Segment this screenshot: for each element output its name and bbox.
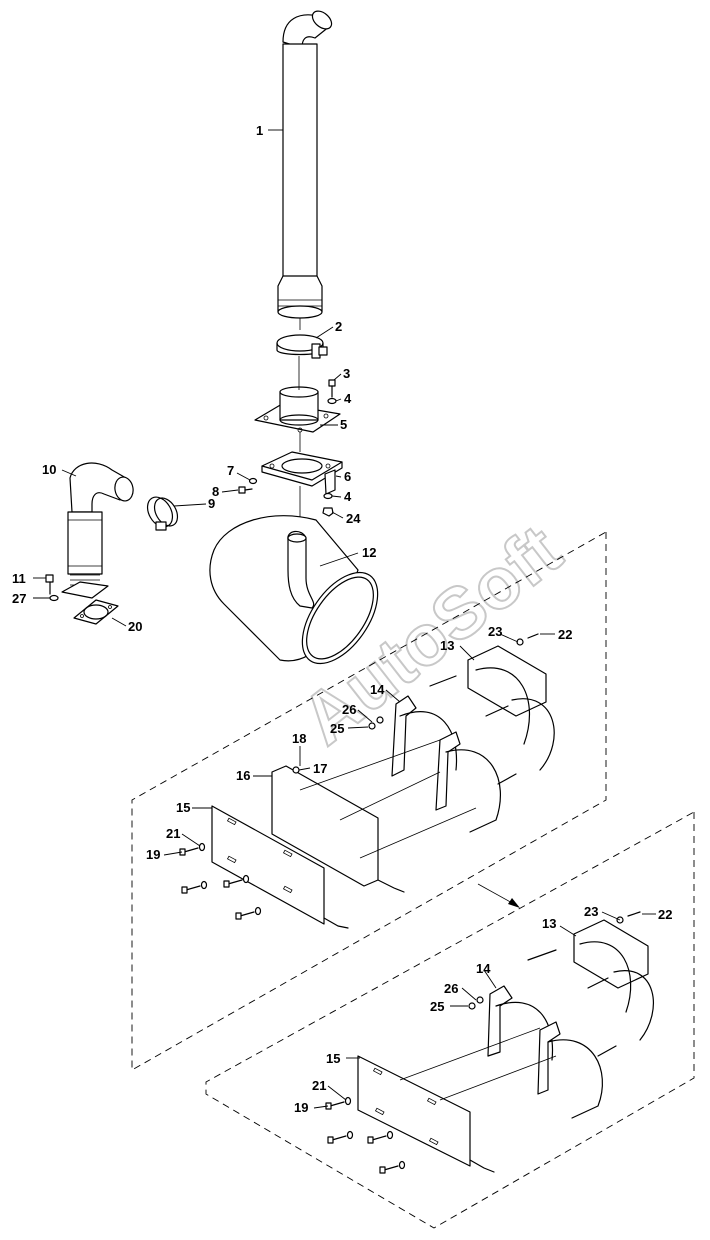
part-13-saddle-bracket-upper	[429, 645, 555, 785]
part-13-saddle-bracket-lower	[527, 919, 654, 1057]
label-14-lower: 14	[476, 961, 491, 976]
label-15-lower: 15	[326, 1051, 340, 1066]
label-22-upper: 22	[558, 627, 572, 642]
part-8-bolt	[238, 486, 253, 494]
part-4-washer-top	[327, 397, 337, 405]
label-2: 2	[335, 319, 342, 334]
label-4-bottom: 4	[344, 489, 352, 504]
leader-lines	[33, 129, 656, 1109]
label-13-upper: 13	[440, 638, 454, 653]
transfer-arrow	[477, 883, 520, 908]
label-22-lower: 22	[658, 907, 672, 922]
label-4-top: 4	[344, 391, 352, 406]
label-23-upper: 23	[488, 624, 502, 639]
label-18: 18	[292, 731, 306, 746]
label-1: 1	[256, 123, 263, 138]
label-20: 20	[128, 619, 142, 634]
label-5: 5	[340, 417, 347, 432]
label-21-lower: 21	[312, 1078, 326, 1093]
part-14-strap-lower	[487, 985, 603, 1119]
part-9-band-clamp	[146, 496, 179, 531]
label-12: 12	[362, 545, 376, 560]
part-24-nut	[322, 507, 334, 517]
label-21-upper: 21	[166, 826, 180, 841]
label-10: 10	[42, 462, 56, 477]
label-9: 9	[208, 496, 215, 511]
part-15-side-plate-lower	[357, 1027, 557, 1173]
part-12-muffler	[209, 515, 379, 665]
part-4-washer-bottom	[323, 492, 333, 500]
label-13-lower: 13	[542, 916, 556, 931]
part-15-side-plate-upper	[211, 805, 349, 929]
label-27: 27	[12, 591, 26, 606]
label-8: 8	[212, 484, 219, 499]
part-1-exhaust-stack	[277, 10, 333, 319]
part-27-washer	[49, 594, 59, 602]
label-14-upper: 14	[370, 682, 385, 697]
label-19-lower: 19	[294, 1100, 308, 1115]
callout-labels: 1 2 3 4 5 6 4 24 7 8 9 10 11 27 20 12 13…	[12, 123, 672, 1115]
part-14-strap-upper	[391, 695, 501, 833]
lower-bolts-group	[325, 911, 641, 1174]
label-17: 17	[313, 761, 327, 776]
label-6: 6	[344, 469, 351, 484]
lower-bracket-group-outline	[205, 811, 695, 1229]
part-11-bolt	[45, 574, 54, 595]
label-11: 11	[12, 571, 26, 586]
part-2-band-clamp	[276, 334, 328, 359]
part-7-washer	[248, 477, 258, 485]
label-26-lower: 26	[444, 981, 458, 996]
label-26-upper: 26	[342, 702, 356, 717]
part-10-elbow-flex-pipe	[61, 462, 134, 599]
upper-bracket-group-outline	[131, 531, 607, 1071]
part-5-flange-adapter	[254, 386, 341, 433]
upper-bolts-group	[179, 633, 539, 920]
part-20-gasket	[73, 599, 119, 625]
label-3: 3	[343, 366, 350, 381]
part-6-mounting-plate	[261, 451, 343, 495]
label-23-lower: 23	[584, 904, 598, 919]
part-16-mounting-plate-upper	[271, 739, 477, 893]
label-7: 7	[227, 463, 234, 478]
label-25-upper: 25	[330, 721, 344, 736]
label-25-lower: 25	[430, 999, 444, 1014]
part-3-bolt	[328, 379, 336, 398]
label-16: 16	[236, 768, 250, 783]
label-19-upper: 19	[146, 847, 160, 862]
label-15-upper: 15	[176, 800, 190, 815]
label-24: 24	[346, 511, 361, 526]
